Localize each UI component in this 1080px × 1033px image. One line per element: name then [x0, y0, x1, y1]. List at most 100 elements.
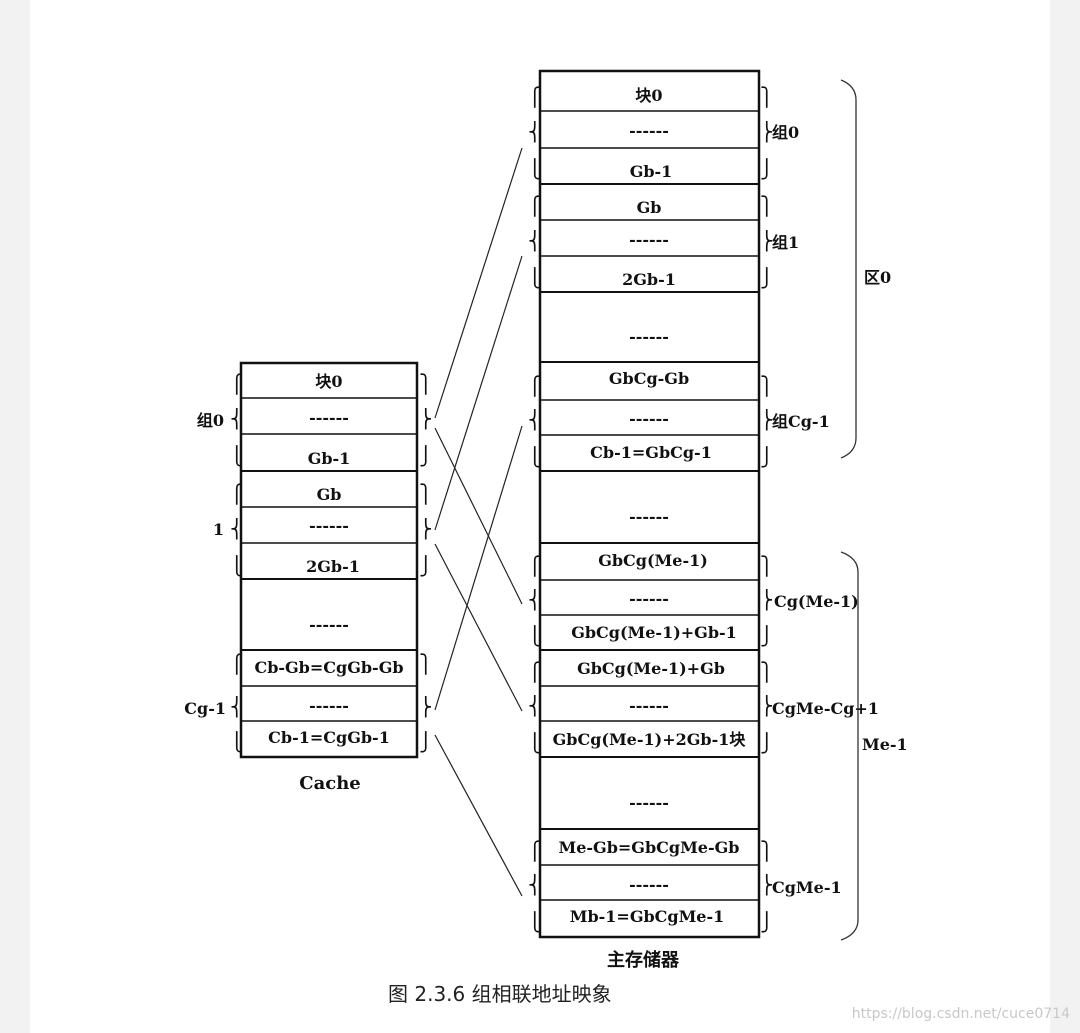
svg-text:⎭: ⎭ — [419, 731, 433, 753]
svg-text:⎩: ⎩ — [528, 732, 542, 754]
memory-cell: GbCg-Gb — [609, 369, 689, 388]
cache-left-brackets: ⎧ ⎨ ⎩ ⎧ ⎨ ⎩ ⎧ ⎨ ⎩ — [230, 373, 244, 753]
cache-cell: ------ — [309, 408, 349, 427]
memory-cell: Gb — [637, 198, 662, 217]
svg-text:⎭: ⎭ — [419, 555, 433, 577]
svg-text:⎧: ⎧ — [528, 86, 542, 108]
svg-text:⎧: ⎧ — [230, 483, 244, 505]
memory-cell: ------ — [629, 793, 669, 812]
memory-cell: Gb-1 — [630, 162, 673, 181]
memory-cell: Mb-1=GbCgMe-1 — [570, 907, 725, 926]
memory-group-label: CgMe-Cg+1 — [772, 699, 879, 718]
svg-text:⎫: ⎫ — [419, 483, 433, 505]
svg-text:⎧: ⎧ — [528, 195, 542, 217]
memory-left-brackets: ⎧ ⎨ ⎩ ⎧ ⎨ ⎩ ⎧ ⎨ ⎩ ⎧ ⎨ ⎩ ⎧ ⎨ ⎩ ⎧ ⎨ ⎩ — [528, 86, 542, 933]
svg-text:⎬: ⎬ — [419, 696, 433, 718]
memory-box: 块0 ------ Gb-1 Gb ------ 2Gb-1 ------ Gb… — [538, 69, 761, 939]
cache-title: Cache — [299, 773, 361, 794]
svg-text:⎨: ⎨ — [230, 518, 244, 540]
svg-text:⎧: ⎧ — [528, 661, 542, 683]
svg-text:⎩: ⎩ — [230, 445, 244, 467]
svg-text:⎭: ⎭ — [760, 158, 774, 180]
watermark: https://blog.csdn.net/cuce0714 — [851, 1006, 1070, 1022]
memory-cell: 2Gb-1 — [622, 270, 676, 289]
memory-cell: GbCg(Me-1)+Gb-1 — [571, 623, 737, 642]
svg-text:⎧: ⎧ — [528, 840, 542, 862]
memory-group-label: 组0 — [772, 123, 799, 142]
cache-cell: ------ — [309, 696, 349, 715]
svg-text:⎬: ⎬ — [760, 589, 774, 611]
svg-text:⎨: ⎨ — [528, 230, 542, 252]
svg-text:⎬: ⎬ — [419, 408, 433, 430]
memory-cell: ------ — [629, 875, 669, 894]
svg-text:⎨: ⎨ — [528, 874, 542, 896]
svg-text:⎩: ⎩ — [230, 731, 244, 753]
svg-text:⎨: ⎨ — [528, 121, 542, 143]
memory-cell: 块0 — [635, 86, 662, 105]
memory-cell: ------ — [629, 327, 669, 346]
cache-cell: Cb-1=CgGb-1 — [268, 728, 390, 747]
svg-text:⎩: ⎩ — [230, 555, 244, 577]
memory-cell: GbCg(Me-1)+Gb — [577, 659, 725, 678]
svg-text:⎨: ⎨ — [528, 589, 542, 611]
svg-text:⎫: ⎫ — [760, 661, 774, 683]
svg-text:⎬: ⎬ — [419, 518, 433, 540]
cache-group-label: 1 — [213, 520, 224, 539]
cache-cell: 2Gb-1 — [306, 557, 360, 576]
svg-text:⎨: ⎨ — [230, 408, 244, 430]
memory-cell: GbCg(Me-1) — [598, 551, 708, 570]
svg-text:⎫: ⎫ — [760, 86, 774, 108]
cache-cell: ------ — [309, 615, 349, 634]
cache-cell: ------ — [309, 516, 349, 535]
svg-text:⎭: ⎭ — [760, 625, 774, 647]
svg-text:⎬: ⎬ — [760, 121, 774, 143]
svg-text:⎧: ⎧ — [528, 555, 542, 577]
memory-cell: ------ — [629, 589, 669, 608]
memory-right-brackets: ⎫ ⎬ ⎭ ⎫ ⎬ ⎭ ⎫ ⎬ ⎭ ⎫ ⎬ ⎭ ⎫ ⎬ ⎭ ⎫ ⎬ ⎭ — [760, 86, 774, 933]
svg-text:⎩: ⎩ — [528, 158, 542, 180]
cache-cell: Gb — [317, 485, 342, 504]
memory-cell: ------ — [629, 121, 669, 140]
svg-text:⎨: ⎨ — [230, 696, 244, 718]
svg-text:⎭: ⎭ — [760, 911, 774, 933]
figure-caption: 图 2.3.6 组相联地址映象 — [388, 982, 612, 1006]
svg-text:⎭: ⎭ — [760, 267, 774, 289]
memory-cell: ------ — [629, 696, 669, 715]
memory-cell: ------ — [629, 507, 669, 526]
svg-text:⎨: ⎨ — [528, 695, 542, 717]
memory-group-label: 组Cg-1 — [772, 412, 830, 431]
svg-text:⎬: ⎬ — [760, 695, 774, 717]
cache-group-label: Cg-1 — [184, 699, 226, 718]
region-braces — [840, 79, 859, 941]
region-label: Me-1 — [862, 735, 908, 754]
svg-text:⎧: ⎧ — [528, 375, 542, 397]
memory-cell: ------ — [629, 409, 669, 428]
memory-cell: GbCg(Me-1)+2Gb-1块 — [553, 730, 747, 749]
region-label: 区0 — [864, 268, 891, 287]
svg-text:⎫: ⎫ — [760, 195, 774, 217]
svg-text:⎬: ⎬ — [760, 230, 774, 252]
memory-group-label: CgMe-1 — [772, 878, 842, 897]
svg-text:⎫: ⎫ — [760, 555, 774, 577]
svg-text:⎧: ⎧ — [230, 653, 244, 675]
cache-cell: Cb-Gb=CgGb-Gb — [254, 658, 403, 677]
cache-cell: Gb-1 — [308, 449, 351, 468]
svg-text:⎭: ⎭ — [760, 446, 774, 468]
memory-cell: Me-Gb=GbCgMe-Gb — [559, 838, 740, 857]
cache-box: 块0 ------ Gb-1 Gb ------ 2Gb-1 ------ Cb… — [239, 361, 419, 759]
svg-text:⎧: ⎧ — [230, 373, 244, 395]
mapping-lines — [434, 147, 523, 897]
memory-title: 主存储器 — [607, 949, 680, 971]
memory-group-label: Cg(Me-1) — [774, 592, 859, 611]
svg-text:⎩: ⎩ — [528, 625, 542, 647]
svg-text:⎬: ⎬ — [760, 874, 774, 896]
svg-text:⎩: ⎩ — [528, 267, 542, 289]
svg-text:⎫: ⎫ — [760, 840, 774, 862]
svg-text:⎩: ⎩ — [528, 446, 542, 468]
memory-group-label: 组1 — [772, 233, 799, 252]
cache-cell: 块0 — [315, 372, 342, 391]
memory-cell: Cb-1=GbCg-1 — [590, 443, 712, 462]
cache-group-label: 组0 — [197, 411, 224, 430]
svg-text:⎫: ⎫ — [760, 375, 774, 397]
